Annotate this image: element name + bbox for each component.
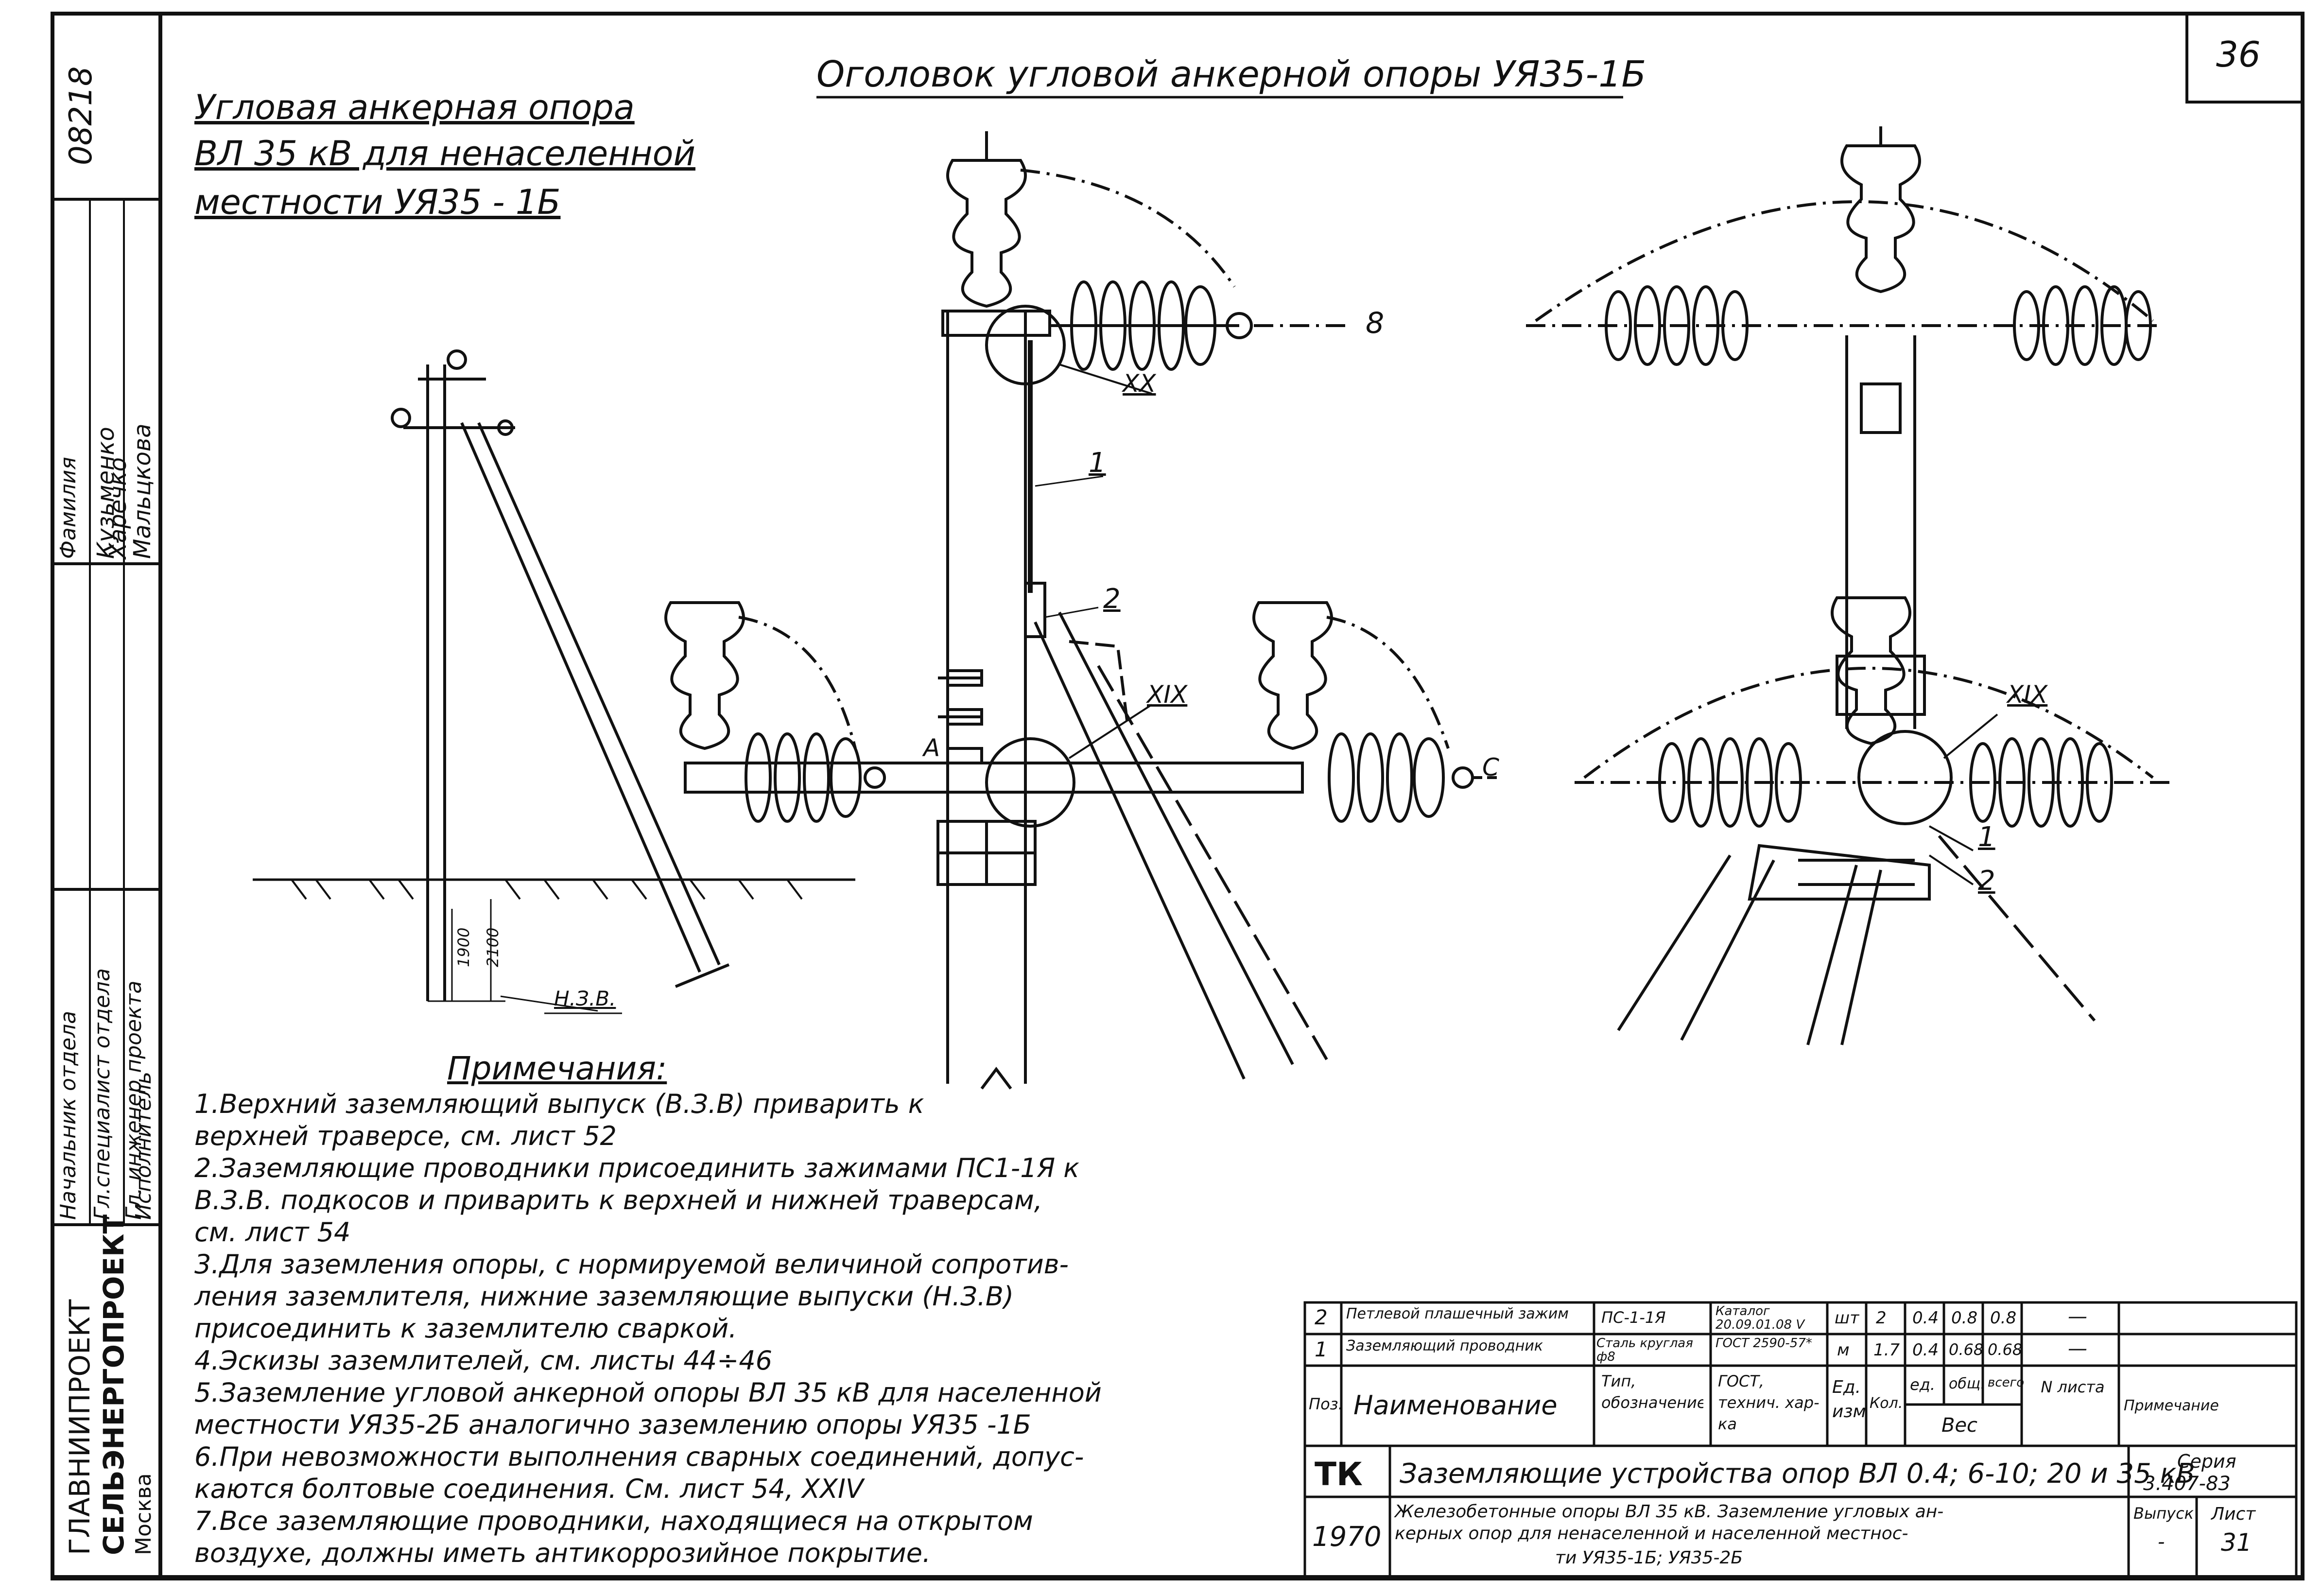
stamp-role-1: Начальник отдела — [56, 1010, 81, 1220]
note-line: присоединить к заземлителю сваркой. — [194, 1313, 737, 1344]
callout-hzv: Н.З.В. — [554, 987, 616, 1010]
spec-header-wunit: ед. — [1910, 1375, 1935, 1394]
note-line: каются болтовые соединения. См. лист 54,… — [194, 1474, 864, 1504]
callout-xx: XX — [1123, 369, 1156, 398]
spec-cell-wunit: 0.4 — [1912, 1340, 1939, 1360]
subtitle-line-3: местности УЯ35 - 1Б — [194, 182, 561, 222]
callout-xix-2: XIX — [2007, 680, 2048, 709]
spec-header-qty: Кол. — [1870, 1395, 1903, 1412]
callout-1b: 1 — [1978, 821, 1995, 853]
spec-cell-name: Заземляющий проводник — [1346, 1337, 1543, 1354]
spec-cell-wtotal: 0.68 — [1949, 1340, 1984, 1359]
title-block-tk: ТК — [1315, 1456, 1363, 1493]
note-line: воздухе, должны иметь антикоррозийное по… — [194, 1538, 931, 1568]
spec-cell-qty: 2 — [1876, 1308, 1887, 1328]
spec-cell-pos: 2 — [1315, 1305, 1328, 1329]
subtitle-line-2: ВЛ 35 кВ для ненаселенной — [194, 134, 695, 173]
spec-header-unit: Ед. изм. — [1832, 1377, 1866, 1422]
spec-cell-type: ПС-1-1Я — [1601, 1308, 1666, 1327]
note-line: 2.Заземляющие проводники присоединить за… — [194, 1153, 1079, 1183]
spec-header-note: Примечание — [2124, 1397, 2219, 1414]
spec-cell-wunit: 0.4 — [1912, 1308, 1939, 1328]
callout-b: 8 — [1366, 306, 1385, 340]
title-block-series: 3.407-83 — [2143, 1473, 2231, 1495]
callout-a: A — [923, 734, 940, 762]
callout-c: C — [1482, 753, 1499, 781]
spec-cell-pos: 1 — [1315, 1337, 1328, 1361]
spec-cell-sheet: — — [2068, 1337, 2087, 1360]
callout-1: 1 — [1089, 447, 1106, 479]
note-line: 1.Верхний заземляющий выпуск (В.З.В) при… — [194, 1089, 924, 1119]
stamp-role-4: Исполнитель — [131, 1071, 156, 1220]
spec-header-wall: всего — [1988, 1375, 2025, 1390]
header-title: Оголовок угловой анкерной опоры УЯ35-1Б — [816, 53, 1646, 95]
spec-cell-std: ГОСТ 2590-57* — [1716, 1336, 1812, 1350]
stamp-name-2: Харечко — [104, 457, 132, 559]
spec-cell-wall: 0.68 — [1988, 1340, 2023, 1359]
spec-cell-qty: 1.7 — [1873, 1340, 1900, 1360]
note-line: 4.Эскизы заземлителей, см. листы 44÷46 — [194, 1345, 773, 1376]
spec-header-weight: Вес — [1941, 1414, 1978, 1437]
stamp-org-2: СЕЛЬЭНЕРГОПРОЕКТ — [97, 1214, 130, 1555]
spec-cell-std: Каталог 20.09.01.08 V — [1716, 1304, 1805, 1332]
spec-cell-type: Сталь круглая ф8 — [1596, 1336, 1693, 1364]
spec-cell-wtotal: 0.8 — [1951, 1308, 1978, 1328]
spec-header-type: Тип, обозначение — [1601, 1372, 1703, 1412]
spec-header-name: Наименование — [1353, 1390, 1558, 1421]
note-line: 3.Для заземления опоры, с нормируемой ве… — [194, 1249, 1069, 1280]
note-line: верхней траверсе, см. лист 52 — [194, 1121, 617, 1151]
title-block-desc-1: Железобетонные опоры ВЛ 35 кВ. Заземлени… — [1395, 1502, 1944, 1522]
spec-header-pos: Поз. — [1309, 1395, 1343, 1413]
title-block-desc-3: ти УЯ35-1Б; УЯ35-2Б — [1555, 1548, 1743, 1568]
title-block-list-label: Лист — [2211, 1504, 2256, 1524]
subtitle-line-1: Угловая анкерная опора — [194, 87, 635, 127]
stamp-city: Москва — [131, 1473, 156, 1555]
sheet-number: 36 — [2216, 34, 2261, 75]
spec-header-wtotal: общ. — [1949, 1375, 1985, 1392]
title-block-series-label: Серия — [2177, 1451, 2236, 1472]
title-block-vypusk-label: Выпуск — [2133, 1504, 2194, 1523]
callout-2b: 2 — [1978, 865, 1995, 897]
note-line: см. лист 54 — [194, 1217, 351, 1248]
note-line: ления заземлителя, нижние заземляющие вы… — [194, 1281, 1014, 1312]
note-line: 6.При невозможности выполнения сварных с… — [194, 1441, 1084, 1472]
note-line: местности УЯ35-2Б аналогично заземлению … — [194, 1409, 1031, 1440]
title-block-title: Заземляющие устройства опор ВЛ 0.4; 6-10… — [1400, 1458, 2195, 1490]
note-line: 7.Все заземляющие проводники, находящиес… — [194, 1506, 1033, 1536]
note-line: В.З.В. подкосов и приварить к верхней и … — [194, 1185, 1042, 1215]
spec-table: 2 Петлевой плашечный зажим ПС-1-1Я Катал… — [1305, 1302, 2296, 1448]
note-line: 5.Заземление угловой анкерной опоры ВЛ 3… — [194, 1377, 1102, 1408]
spec-cell-unit: шт — [1835, 1308, 1859, 1328]
spec-cell-sheet: — — [2068, 1305, 2087, 1328]
title-block-year: 1970 — [1312, 1521, 1382, 1553]
stamp-role-2: Гл.специалист отдела — [90, 968, 115, 1220]
spec-header-sheet: N листа — [2041, 1378, 2105, 1396]
title-block-vypusk: - — [2158, 1531, 2165, 1553]
dim-1900: 1900 — [454, 927, 473, 967]
title-block-desc-2: керных опор для ненаселенной и населенно… — [1395, 1524, 1908, 1544]
spec-cell-wall: 0.8 — [1990, 1308, 2017, 1328]
stamp-name-header: Фамилия — [56, 457, 81, 559]
stamp-org-1: ГЛАВНИИПРОЕКТ — [63, 1299, 96, 1555]
spec-cell-unit: м — [1837, 1340, 1850, 1360]
stamp-name-3: Мальцкова — [129, 423, 156, 559]
side-code: 08218 — [63, 66, 99, 165]
callout-xix-1: XIX — [1147, 680, 1188, 709]
notes-title: Примечания: — [447, 1050, 667, 1087]
title-block-list: 31 — [2221, 1528, 2252, 1557]
callout-2: 2 — [1103, 583, 1121, 615]
spec-cell-name: Петлевой плашечный зажим — [1346, 1305, 1569, 1322]
spec-header-std: ГОСТ, технич. хар-ка — [1718, 1372, 1819, 1433]
dim-2100: 2100 — [484, 927, 502, 967]
